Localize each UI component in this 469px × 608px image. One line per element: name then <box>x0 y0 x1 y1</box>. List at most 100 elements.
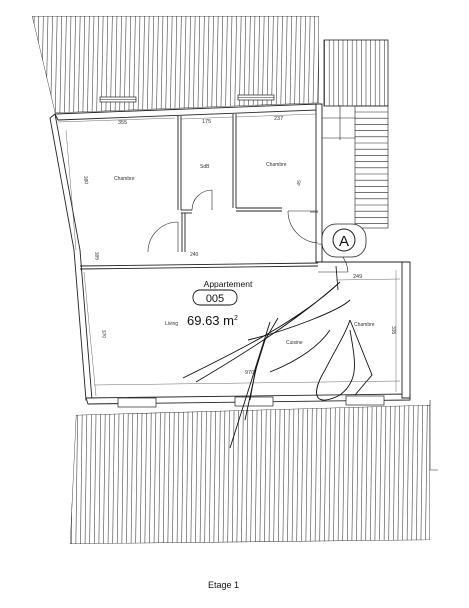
stamp-marker-a: A <box>321 223 367 258</box>
hatch-line <box>197 16 201 113</box>
right-edge-line <box>429 400 438 471</box>
hatch-line <box>160 16 164 113</box>
hatch-line <box>379 405 382 544</box>
dim-small-angle: 45 <box>296 180 303 187</box>
hatch-line <box>204 405 207 544</box>
hatch-line <box>89 405 92 544</box>
hatch-line <box>365 405 368 544</box>
hatch-line <box>415 405 419 544</box>
hatch-line <box>73 16 76 113</box>
hatch-line <box>213 405 217 544</box>
hatch-line <box>59 16 63 113</box>
hatch-line <box>188 16 191 113</box>
hatch-line <box>284 16 288 113</box>
hatch-line <box>165 16 168 113</box>
hatch-line <box>252 16 256 113</box>
roof-hatch-top <box>23 14 319 116</box>
hatch-line <box>220 16 224 113</box>
floor-label: Etage 1 <box>208 580 239 590</box>
hatch-line <box>420 405 424 544</box>
hatch-line <box>36 16 40 113</box>
hatch-line <box>192 16 196 113</box>
hatch-line <box>103 405 106 544</box>
hatch-line <box>91 16 95 113</box>
hatch-line <box>183 16 187 113</box>
hatch-line <box>406 405 410 544</box>
apartment-area: 69.63 m2 <box>187 313 238 328</box>
hatch-line <box>158 405 161 544</box>
hatch-line <box>346 405 350 544</box>
hatch-line <box>245 405 249 544</box>
hatch-line <box>250 405 253 544</box>
apartment-title: Appartement <box>204 279 253 289</box>
hatch-line <box>259 405 263 544</box>
dimension-lines <box>57 113 401 397</box>
hatch-line <box>356 405 359 544</box>
hatch-line <box>174 16 178 113</box>
hatch-line <box>135 405 138 544</box>
dim-right-chambre: 249 <box>353 274 362 280</box>
hatch-line <box>62 400 64 548</box>
dim-bottom-width: 970 <box>245 370 254 376</box>
dim-left-lower: 370 <box>100 330 107 339</box>
roof-hatch-bottom <box>62 400 430 548</box>
hatch-line <box>190 405 194 544</box>
staircase <box>322 105 389 229</box>
hatch-line <box>314 405 318 544</box>
hatch-line <box>202 16 205 113</box>
hatch-line <box>231 405 235 544</box>
hatch-line <box>215 16 219 113</box>
hatch-line <box>227 405 230 544</box>
hatch-line <box>241 405 244 544</box>
hatch-line <box>64 16 67 113</box>
hatch-line <box>121 405 125 544</box>
hatch-line <box>248 16 251 113</box>
hatch-line <box>206 16 210 113</box>
hatch-line <box>32 16 35 113</box>
hatch-line <box>225 16 228 113</box>
hatch-line <box>234 16 237 113</box>
hatch-line <box>351 405 355 544</box>
hatch-line <box>139 405 143 544</box>
hatch-line <box>229 16 233 113</box>
hatch-line <box>137 16 141 113</box>
hatch-line <box>305 405 309 544</box>
hatch-line <box>112 405 115 544</box>
hatch-line <box>342 405 345 544</box>
hatch-line <box>402 405 405 544</box>
hatch-line <box>411 405 414 544</box>
apartment-number: 005 <box>206 293 224 305</box>
hatch-line <box>271 16 274 113</box>
hatch-line <box>126 405 129 544</box>
hatch-line <box>144 405 148 544</box>
hatch-line <box>68 16 72 113</box>
hatch-line <box>222 405 226 544</box>
hatch-line <box>218 405 221 544</box>
hatch-line <box>23 14 25 116</box>
hatch-line <box>169 16 173 113</box>
hatch-line <box>195 405 198 544</box>
hatch-line <box>96 16 99 113</box>
hatch-line <box>425 405 428 544</box>
dim-top-middle: 175 <box>202 119 211 125</box>
hatch-line <box>312 16 316 113</box>
stair-hatch-top <box>324 40 385 106</box>
room-label-chambre-3: Chambre <box>354 322 375 328</box>
hatch-line <box>87 16 90 113</box>
hatch-line <box>388 405 391 544</box>
hatch-line <box>392 405 396 544</box>
hatch-line <box>294 16 297 113</box>
hatch-line <box>41 16 44 113</box>
hatch-line <box>300 405 304 544</box>
hatch-line <box>199 405 203 544</box>
hatch-line <box>298 16 302 113</box>
hatch-line <box>116 405 120 544</box>
hatch-line <box>337 405 341 544</box>
hatch-line <box>146 16 150 113</box>
hatch-line <box>254 405 258 544</box>
dim-top-left: 355 <box>118 120 127 126</box>
hatch-line <box>282 405 286 544</box>
hatch-line <box>296 405 299 544</box>
room-label-sdb: SdB <box>200 164 210 170</box>
